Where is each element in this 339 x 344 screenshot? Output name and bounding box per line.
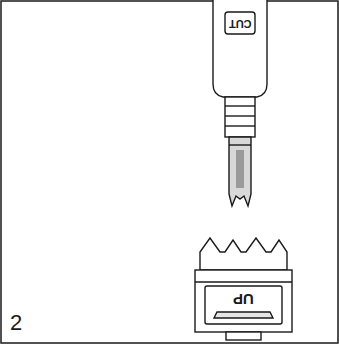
orientation-marking: UP	[233, 292, 254, 307]
tool-collar	[225, 97, 255, 137]
tool-marking: CUT	[229, 18, 252, 29]
jack-window	[205, 286, 282, 324]
jack-body	[195, 270, 292, 332]
tool-handle	[213, 0, 267, 97]
cut-marker	[225, 12, 255, 34]
keystone-jack	[195, 238, 292, 340]
tool-blade	[229, 137, 251, 206]
punch-down-tool	[213, 0, 267, 206]
jack-teeth	[200, 238, 287, 270]
step-number: 2	[10, 312, 22, 334]
jack-tab	[226, 332, 261, 340]
